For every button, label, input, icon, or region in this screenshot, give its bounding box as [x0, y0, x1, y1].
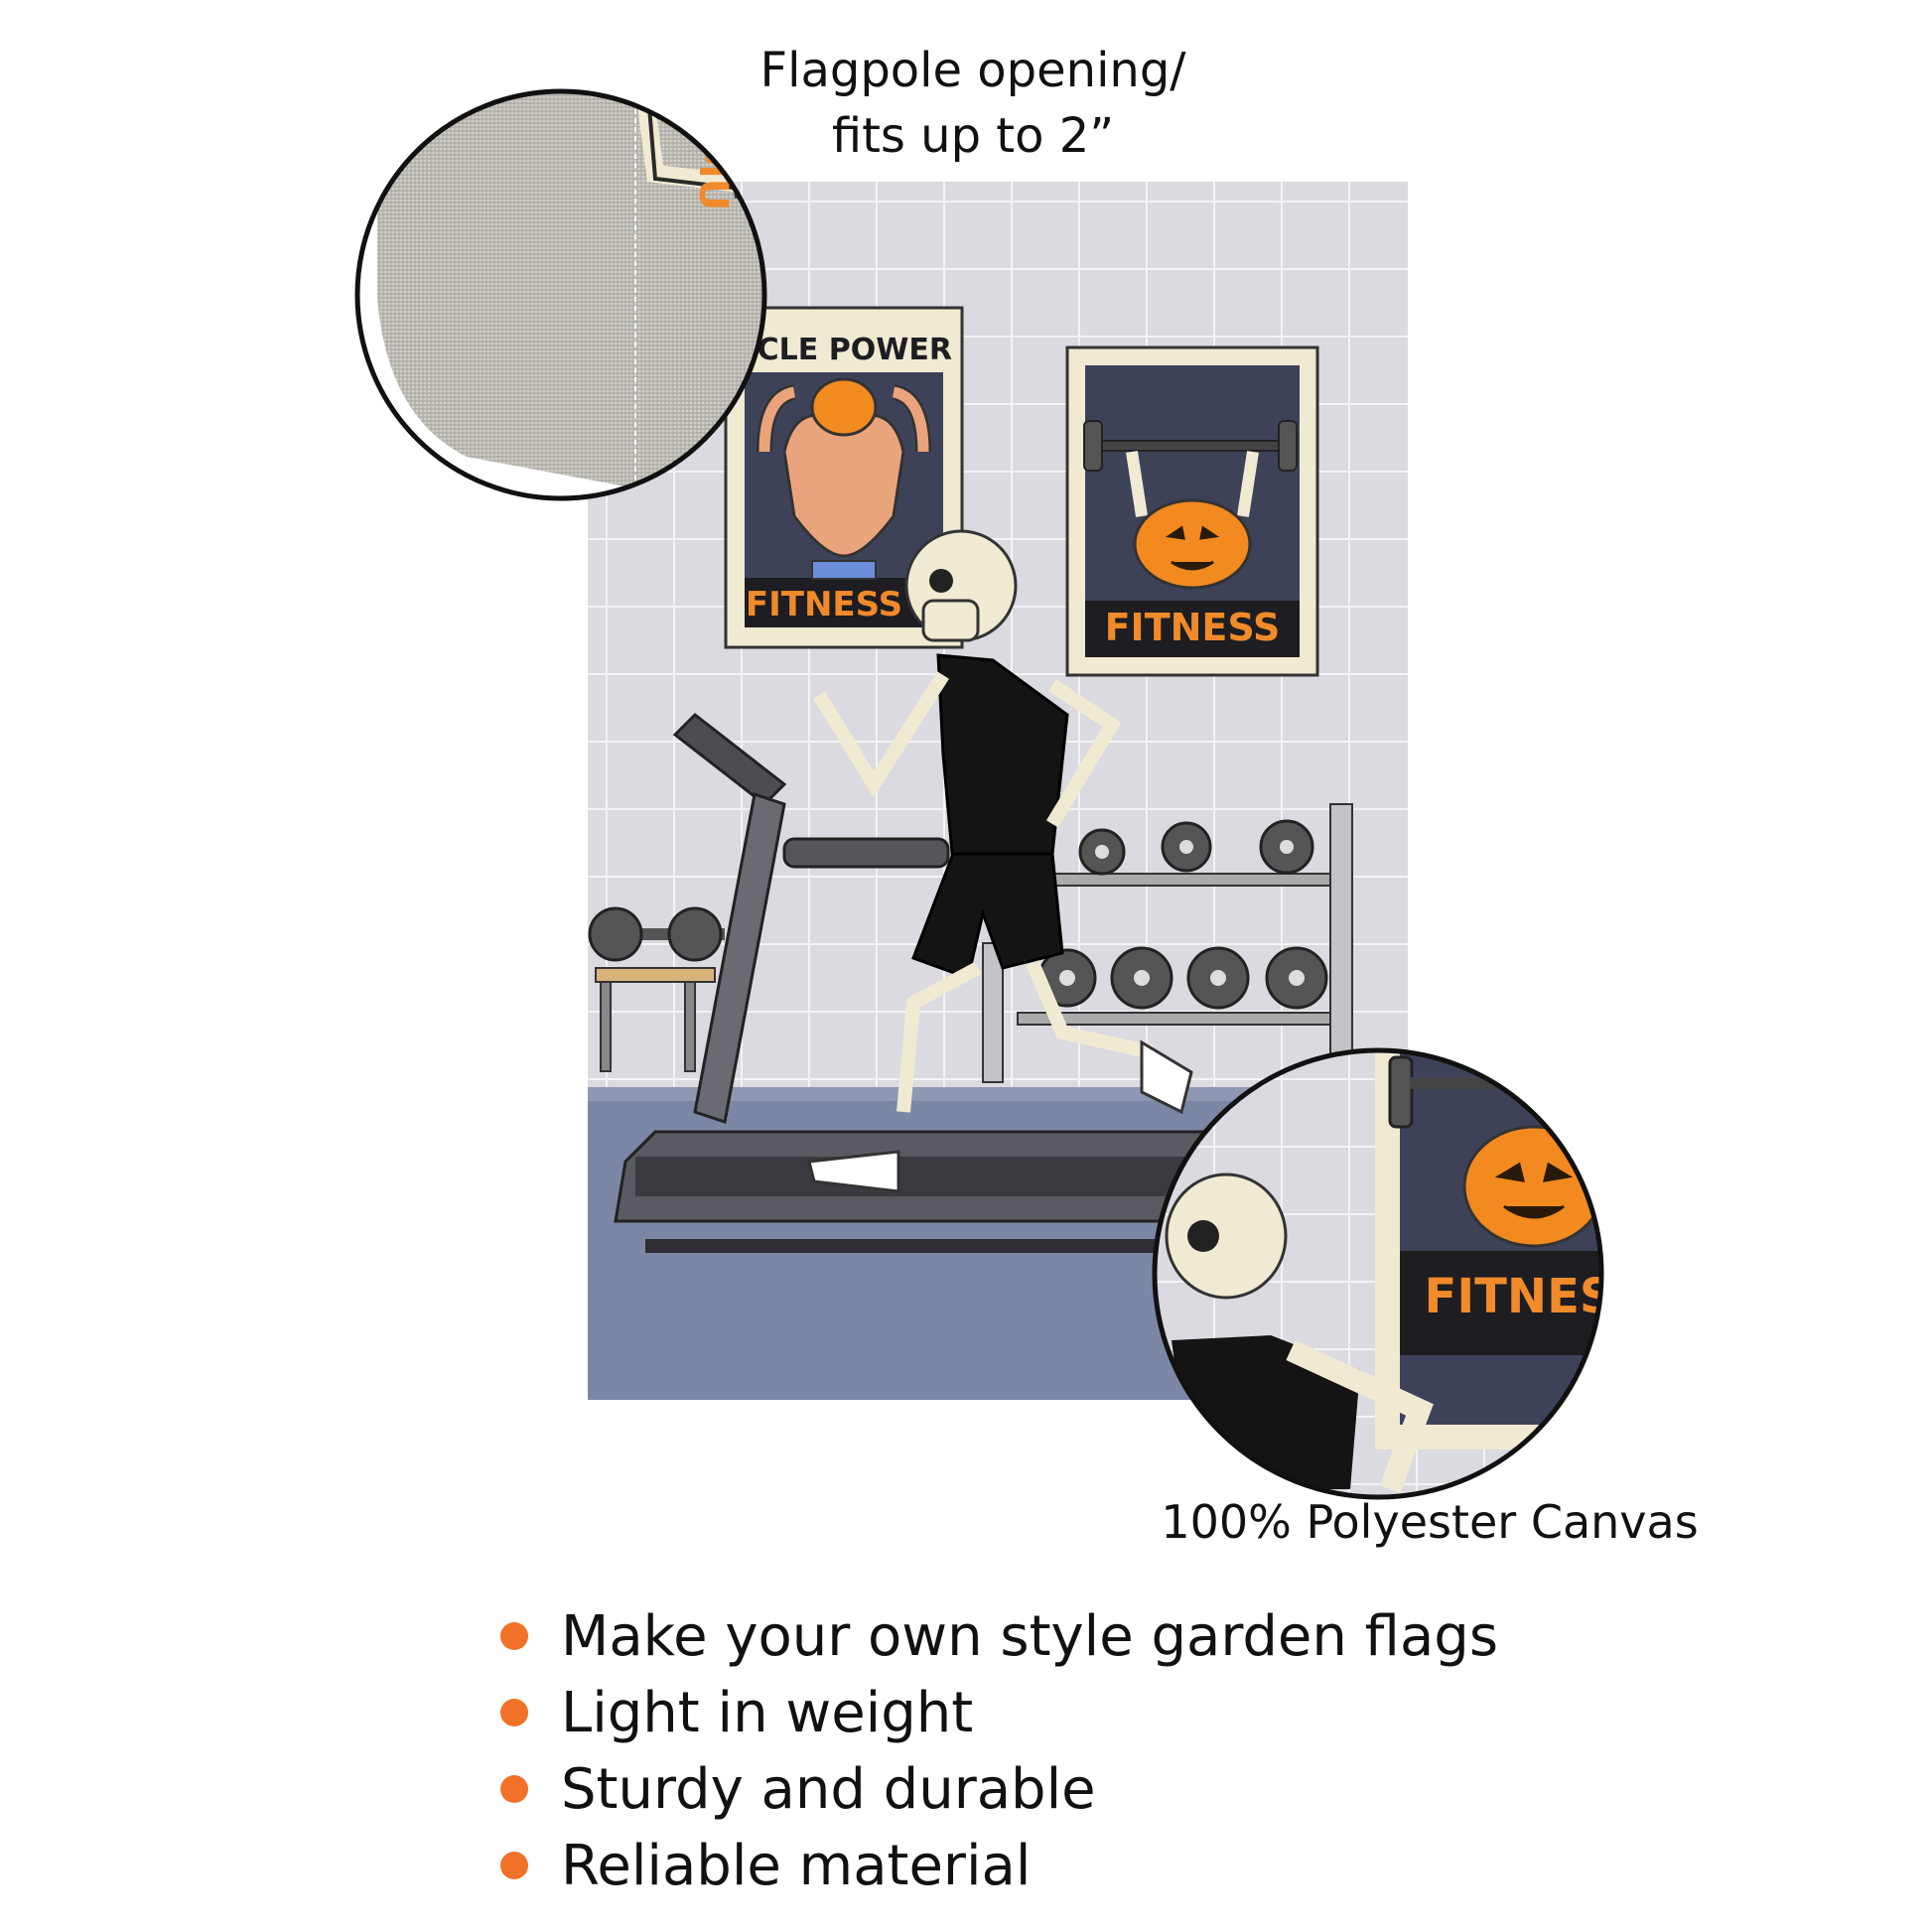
poster-muscle-power	[724, 306, 964, 649]
flagpole-caption-line-1: Flagpole opening/	[759, 43, 1186, 98]
feature-item: Reliable material	[496, 1828, 1498, 1904]
material-caption: 100% Polyester Canvas	[1161, 1495, 1699, 1549]
treadmill	[614, 713, 1291, 1253]
orange-dot-icon	[500, 1775, 528, 1803]
feature-text: Light in weight	[561, 1681, 974, 1745]
dumbbell-rack	[982, 803, 1353, 1103]
skeleton-runner	[807, 529, 1193, 1193]
zoom-circle-top-frame	[354, 88, 767, 501]
zoom-circle-bottom-frame	[1152, 1047, 1604, 1500]
feature-text: Make your own style garden flags	[561, 1604, 1498, 1669]
feature-text: Reliable material	[561, 1834, 1032, 1898]
orange-dot-icon	[500, 1699, 528, 1726]
orange-dot-icon	[500, 1852, 528, 1879]
orange-dot-icon	[500, 1622, 528, 1650]
feature-text: Sturdy and durable	[561, 1757, 1096, 1822]
flagpole-opening-caption: Flagpole opening/ fits up to 2”	[735, 38, 1211, 169]
feature-item: Make your own style garden flags	[496, 1598, 1498, 1675]
poster-left-title: SCLE POWER	[736, 333, 952, 367]
fabric-zoom-canvas: FITNES	[1155, 1050, 1614, 1497]
poster-fitness-pumpkin	[1065, 345, 1319, 677]
poster-right-fitness: FITNESS	[1105, 606, 1281, 649]
bench	[588, 906, 725, 1072]
feature-list: Make your own style garden flags Light i…	[496, 1598, 1498, 1904]
feature-item: Sturdy and durable	[496, 1751, 1498, 1828]
zoom-poster-text: FITNES	[1425, 1269, 1614, 1324]
zoom-corner-fragment: MU	[690, 139, 736, 210]
poster-left-fitness: FITNESS	[746, 585, 902, 624]
feature-item: Light in weight	[496, 1675, 1498, 1751]
flagpole-caption-line-2: fits up to 2”	[831, 108, 1115, 164]
